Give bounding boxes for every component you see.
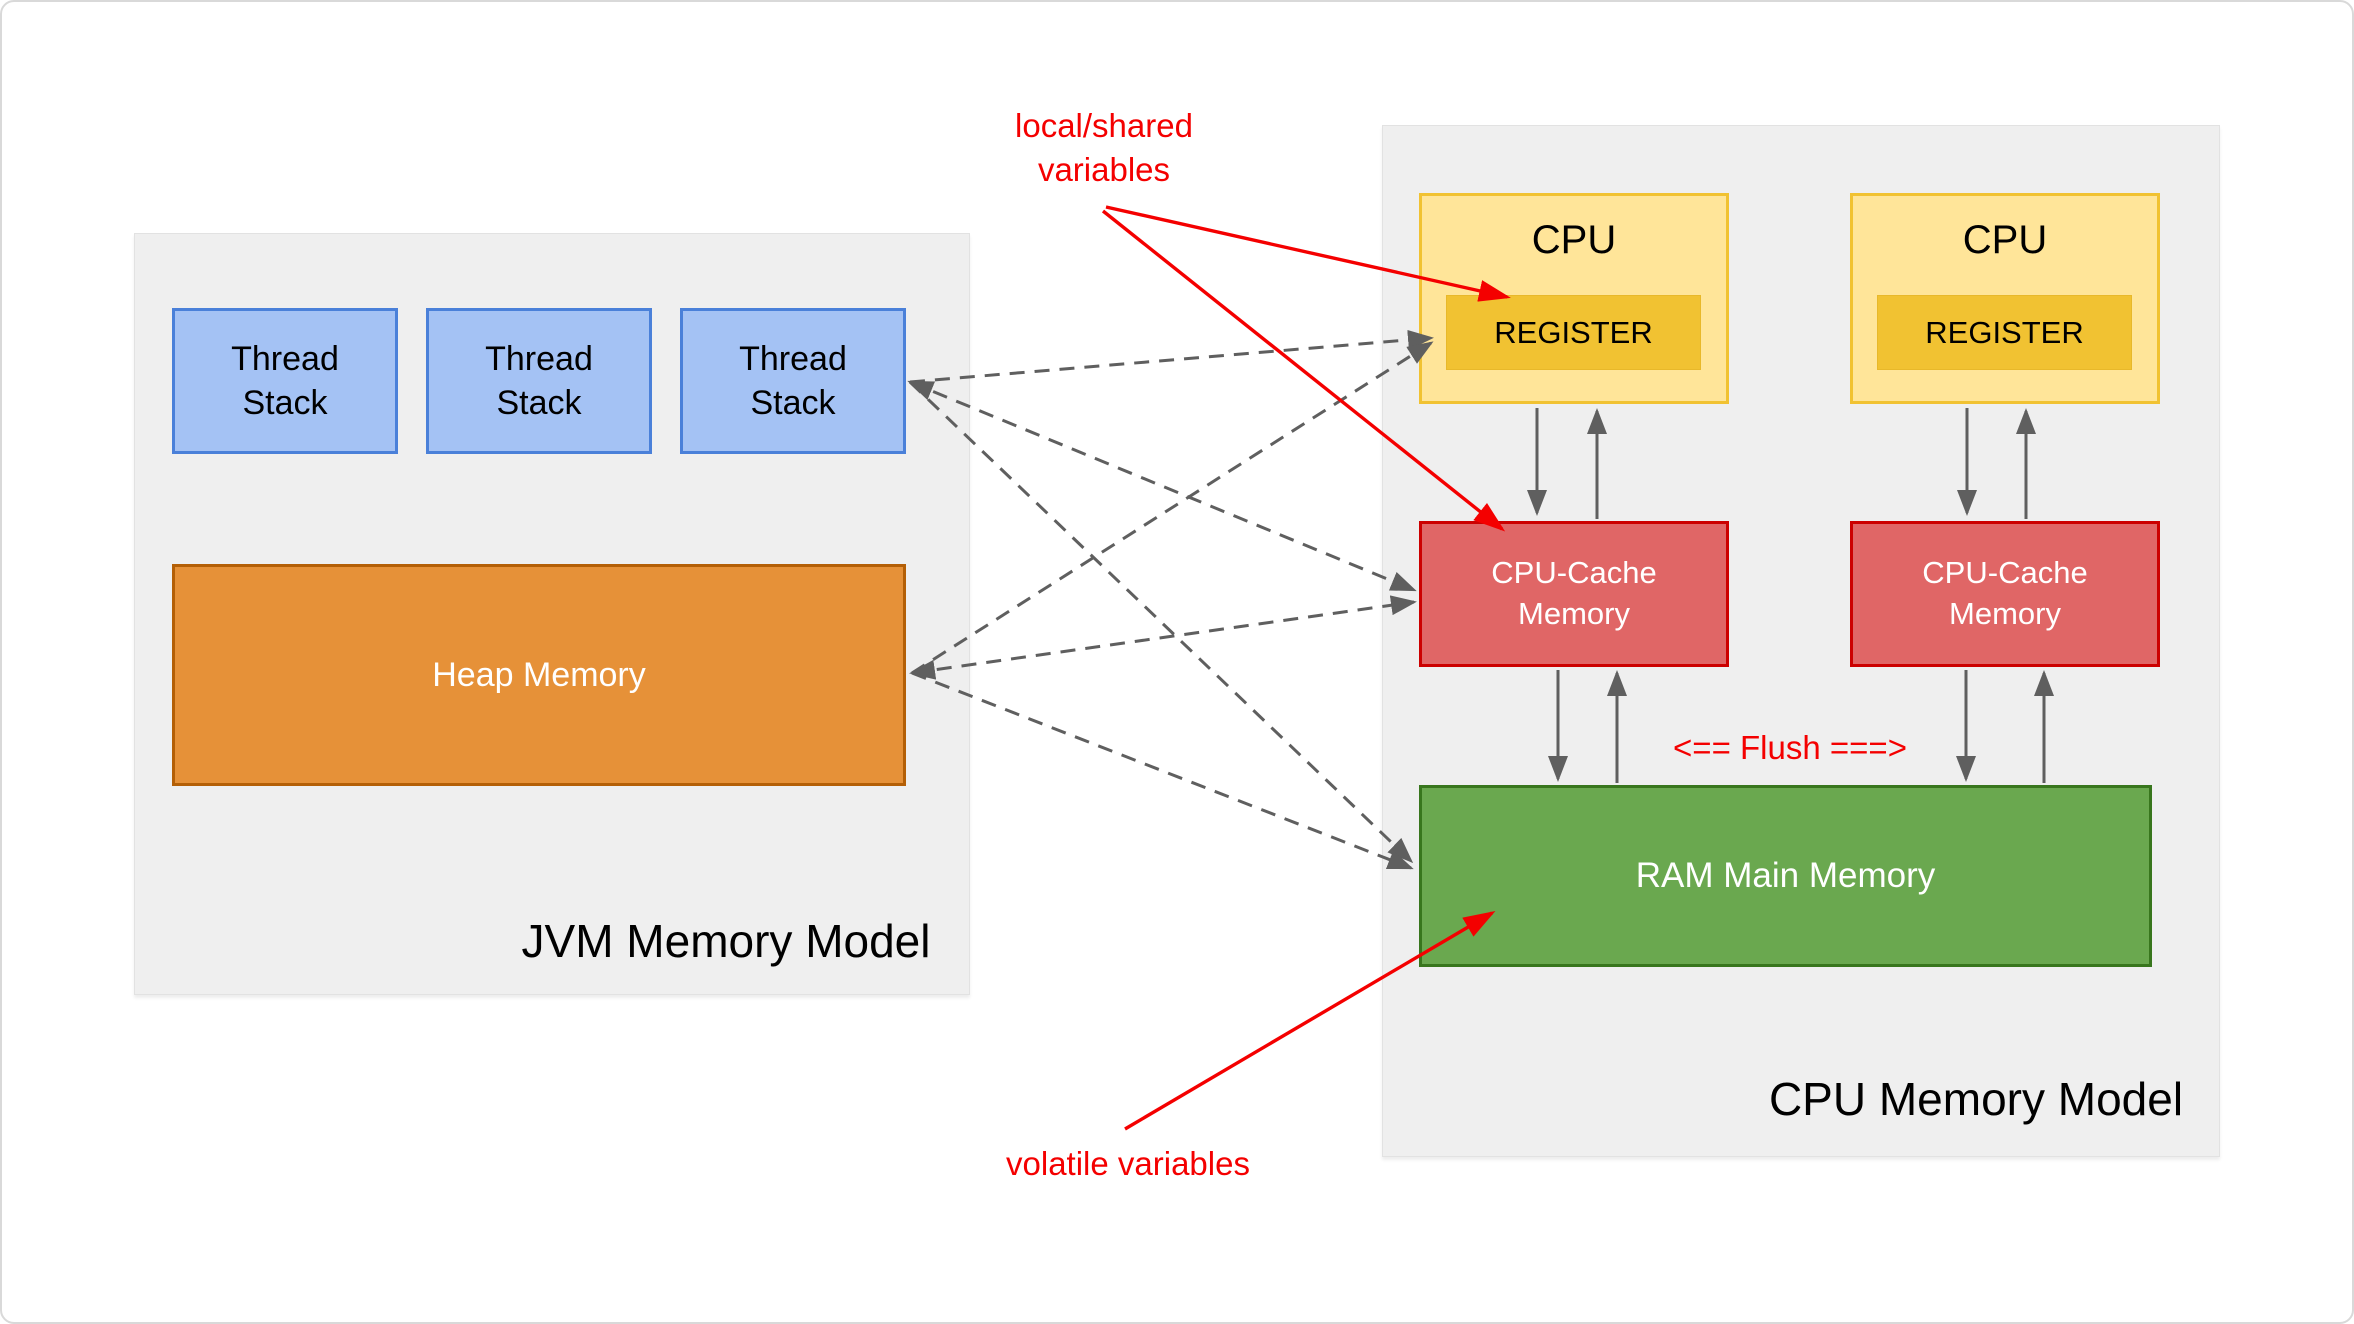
ram-main-memory-box: RAM Main Memory bbox=[1419, 785, 2152, 967]
register-label: REGISTER bbox=[1494, 314, 1653, 350]
thread-stack-label: Thread Stack bbox=[485, 339, 593, 422]
thread-stack-label: Thread Stack bbox=[739, 339, 847, 422]
dashed-arrow-threadstack-cache bbox=[907, 380, 1417, 592]
dashed-arrow-threadstack-register bbox=[909, 329, 1434, 384]
cpu-label: CPU bbox=[1531, 218, 1617, 262]
cpu-box-2: CPU REGISTER bbox=[1850, 193, 2160, 404]
local-shared-variables-annotation: local/shared variables bbox=[1015, 107, 1193, 188]
thread-stack-box-2: Thread Stack bbox=[426, 308, 652, 454]
ram-label: RAM Main Memory bbox=[1635, 856, 1936, 895]
cpu-box-1: CPU REGISTER bbox=[1419, 193, 1729, 404]
dashed-arrow-heap-cache bbox=[909, 595, 1417, 680]
dashed-arrow-threadstack-ram bbox=[908, 380, 1414, 864]
thread-stack-box-3: Thread Stack bbox=[680, 308, 906, 454]
dashed-arrow-heap-ram bbox=[911, 671, 1414, 870]
register-box-1: REGISTER bbox=[1446, 295, 1701, 370]
register-label: REGISTER bbox=[1925, 314, 2084, 350]
flush-annotation: <== Flush ===> bbox=[1673, 729, 1907, 766]
cpu-cache-box-2: CPU-Cache Memory bbox=[1850, 521, 2160, 667]
cpu-cache-label: CPU-Cache Memory bbox=[1922, 555, 2088, 631]
thread-stack-label: Thread Stack bbox=[231, 339, 339, 422]
thread-stack-box-1: Thread Stack bbox=[172, 308, 398, 454]
cpu-label: CPU bbox=[1962, 218, 2048, 262]
heap-memory-label: Heap Memory bbox=[432, 655, 646, 694]
cpu-panel-title: CPU Memory Model bbox=[1768, 1073, 2184, 1125]
cpu-cache-label: CPU-Cache Memory bbox=[1491, 555, 1657, 631]
heap-memory-box: Heap Memory bbox=[172, 564, 906, 786]
volatile-variables-annotation: volatile variables bbox=[1006, 1145, 1250, 1182]
cpu-cache-box-1: CPU-Cache Memory bbox=[1419, 521, 1729, 667]
jvm-panel-title: JVM Memory Model bbox=[521, 915, 931, 967]
register-box-2: REGISTER bbox=[1877, 295, 2132, 370]
dashed-arrow-heap-register bbox=[911, 341, 1434, 675]
